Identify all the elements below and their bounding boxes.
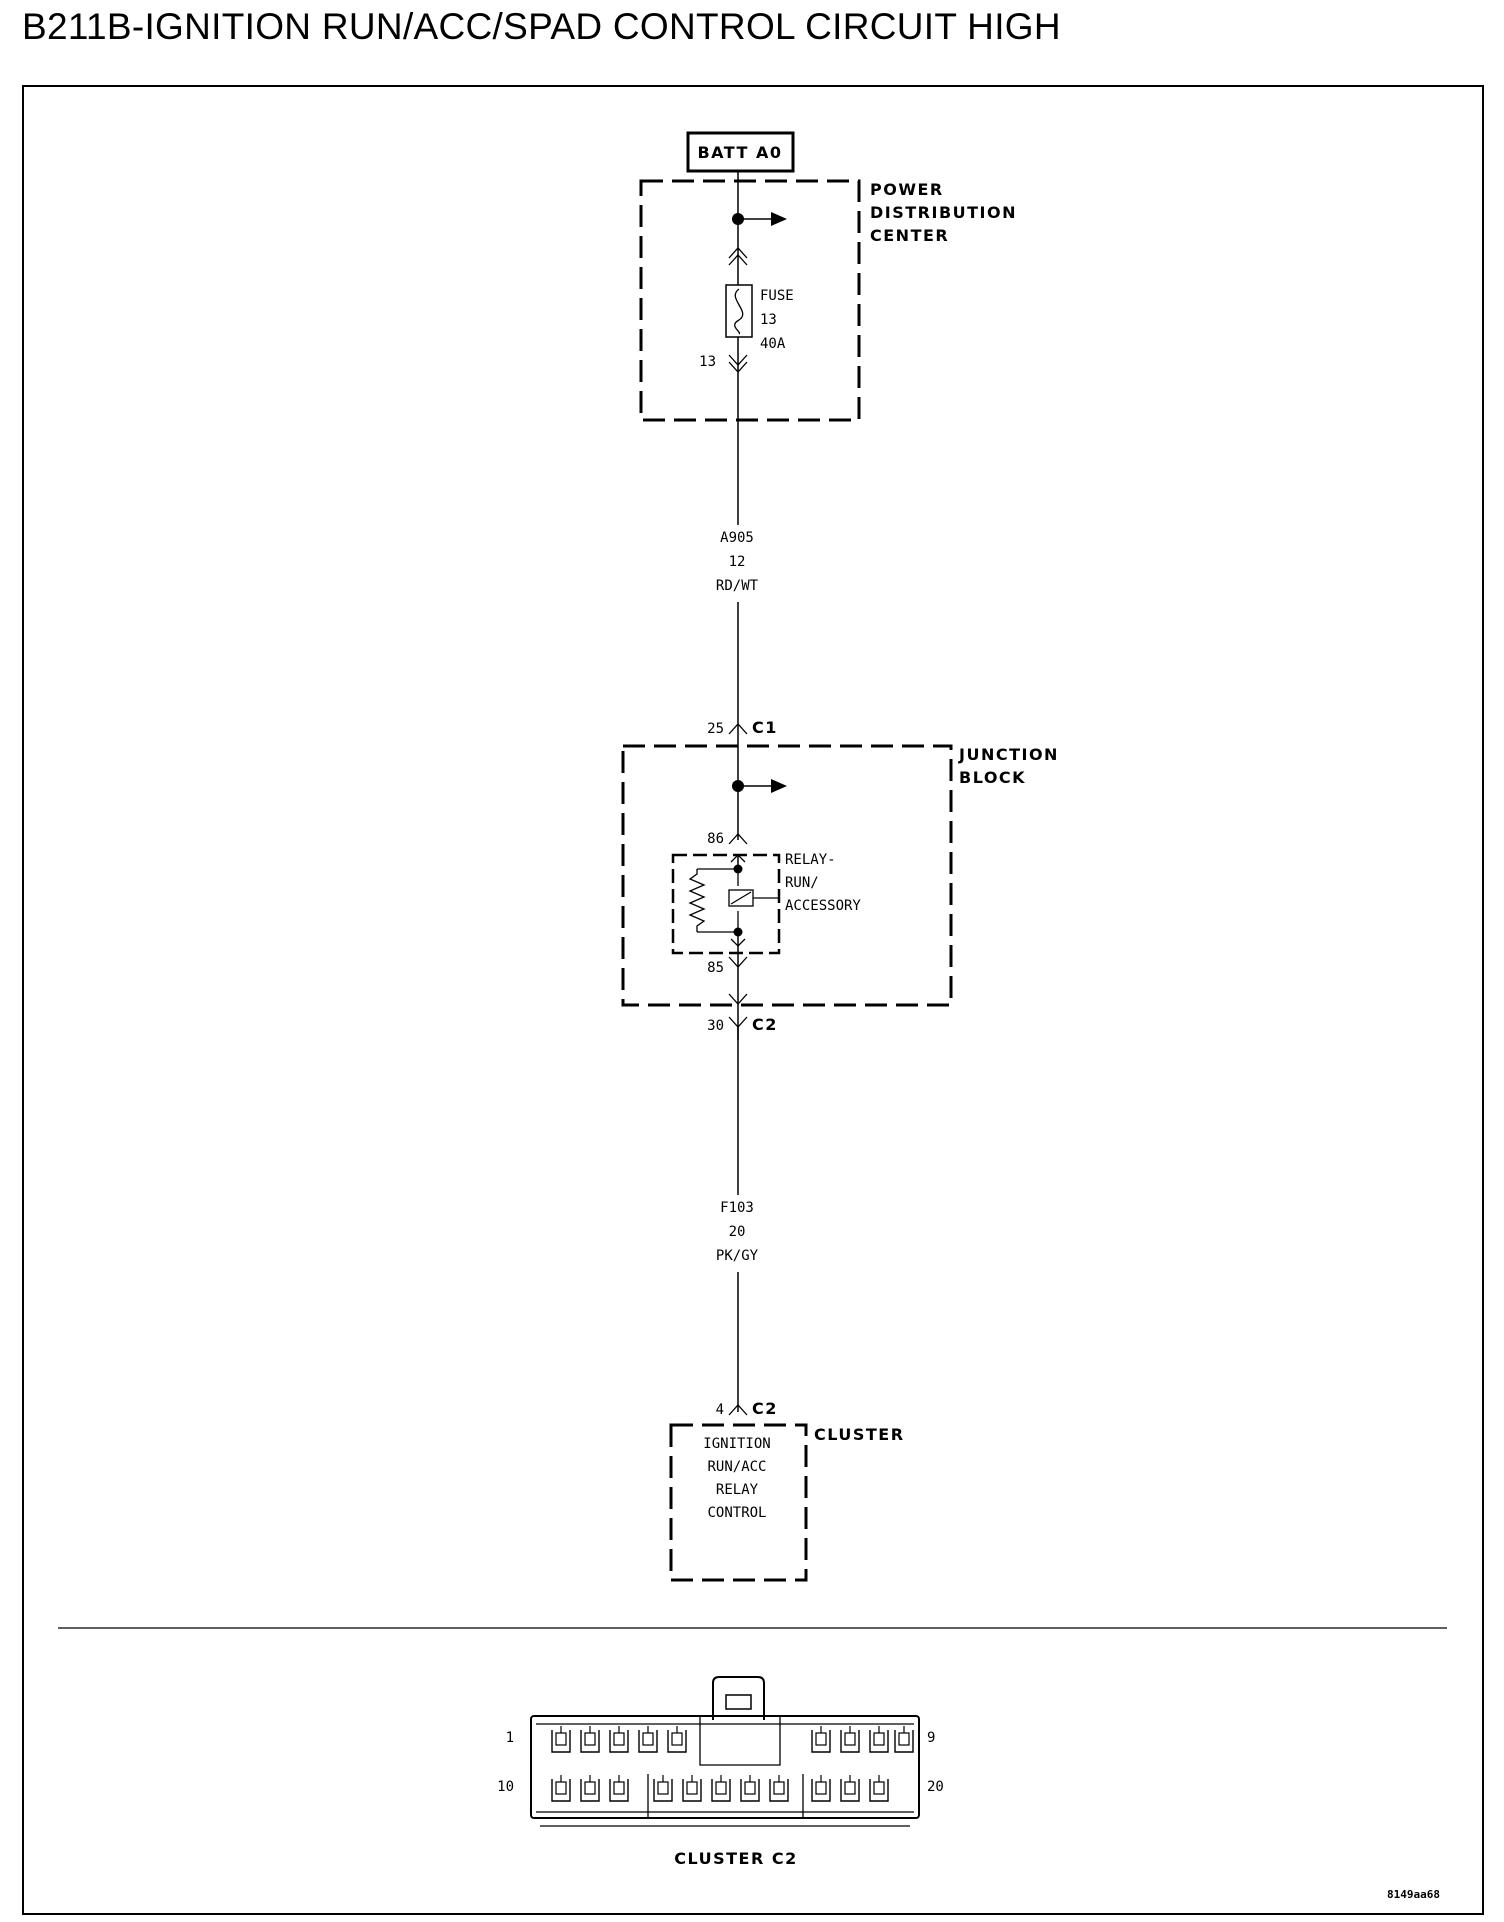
- relay-label-line-2: RUN/: [785, 875, 819, 891]
- c1-name: C1: [752, 718, 778, 737]
- connector-cavity-top-4: [638, 1726, 658, 1753]
- page-title: B211B-IGNITION RUN/ACC/SPAD CONTROL CIRC…: [22, 6, 1061, 47]
- relay-coil-icon: [688, 869, 706, 932]
- connector-cavity-top-3: [609, 1726, 629, 1753]
- branch-arrow-pdc-head: [771, 212, 787, 226]
- junction-block-box: [621, 744, 953, 1007]
- connector-pin-label-top-left: 1: [506, 1730, 514, 1746]
- connector-latch: [712, 1676, 765, 1720]
- cluster-function-line-3: RELAY: [716, 1482, 759, 1498]
- connector-cavity-bottom-14: [682, 1775, 702, 1802]
- c1-pin: 25: [707, 721, 724, 737]
- connector-cavity-top-7: [840, 1726, 860, 1753]
- connector-cavity-bottom-11: [580, 1775, 600, 1802]
- wire1-color: RD/WT: [716, 578, 759, 594]
- fuse-connector-top-icon: [728, 247, 748, 259]
- connector-pin-label-top-right: 9: [927, 1730, 935, 1746]
- relay-pin-bottom: 85: [707, 960, 724, 976]
- connector-latch-window: [725, 1694, 752, 1710]
- cluster-c2-connector-view: [530, 1676, 920, 1827]
- wire2-circuit: F103: [720, 1200, 754, 1216]
- connector-cavity-bottom-19: [840, 1775, 860, 1802]
- connector-cavity-bottom-17: [769, 1775, 789, 1802]
- fuse-pin-label: 13: [699, 354, 716, 370]
- relay-label-line-3: ACCESSORY: [785, 898, 861, 914]
- cluster-function-line-1: IGNITION: [703, 1436, 770, 1452]
- connector-cavity-bottom-18: [811, 1775, 831, 1802]
- batt-label: BATT A0: [697, 143, 782, 162]
- fuse-connector-bottom-icon: [728, 354, 748, 366]
- fuse-element-icon: [734, 288, 744, 335]
- connector-cavity-top-2: [580, 1726, 600, 1753]
- diagram-frame: [22, 85, 1484, 1915]
- connector-cavity-top-5: [667, 1726, 687, 1753]
- connector-pin-label-bottom-right: 20: [927, 1779, 944, 1795]
- connector-cavity-top-8: [869, 1726, 889, 1753]
- wire1-circuit: A905: [720, 530, 754, 546]
- connector-cavity-bottom-13: [653, 1775, 673, 1802]
- fuse-label-line-2: 13: [760, 312, 777, 328]
- wire1-gauge: 12: [729, 554, 746, 570]
- connector-cavity-top-9: [894, 1726, 914, 1753]
- relay-switch-diagonal: [730, 891, 752, 905]
- fuse-label-line-1: FUSE: [760, 288, 794, 304]
- wire2-color: PK/GY: [716, 1248, 759, 1264]
- jb-lower-connector-icon: [728, 993, 748, 1005]
- pdc-label-line-3: CENTER: [870, 226, 949, 245]
- connector-cavity-top-6: [811, 1726, 831, 1753]
- connector-housing: [530, 1715, 920, 1819]
- wire2-gauge: 20: [729, 1224, 746, 1240]
- relay-pin-top: 86: [707, 831, 724, 847]
- pdc-label-line-1: POWER: [870, 180, 944, 199]
- relay-contact-top-icon: [730, 854, 746, 863]
- junction-block-label-line-2: BLOCK: [959, 768, 1026, 787]
- fuse-icon: [725, 284, 753, 338]
- connector-cavity-bottom-16: [740, 1775, 760, 1802]
- connector-cavity-bottom-20: [869, 1775, 889, 1802]
- batt-box: [686, 131, 795, 173]
- cluster-label: CLUSTER: [814, 1425, 905, 1444]
- connector-cavity-bottom-12: [609, 1775, 629, 1802]
- cluster-function-line-4: CONTROL: [707, 1505, 766, 1521]
- connector-cavity-top-1: [551, 1726, 571, 1753]
- cluster-connector-name: C2: [752, 1399, 778, 1418]
- pdc-box: [639, 179, 861, 422]
- cluster-function-line-2: RUN/ACC: [707, 1459, 766, 1475]
- connector-latch-notch: [699, 1716, 781, 1766]
- fuse-label-line-3: 40A: [760, 336, 786, 352]
- pdc-label-line-2: DISTRIBUTION: [870, 203, 1017, 222]
- connector-pin-label-bottom-left: 10: [497, 1779, 514, 1795]
- connector-view-label: CLUSTER C2: [674, 1849, 798, 1868]
- c2-jb-name: C2: [752, 1015, 778, 1034]
- c2-jb-pin: 30: [707, 1018, 724, 1034]
- connector-cavity-bottom-15: [711, 1775, 731, 1802]
- relay-label-line-1: RELAY-: [785, 852, 836, 868]
- cluster-box: [669, 1423, 808, 1582]
- cluster-pin: 4: [716, 1402, 724, 1418]
- junction-block-label-line-1: JUNCTION: [958, 745, 1059, 764]
- connector-pins-top-row: [551, 1726, 914, 1753]
- fuse-connector-bottom-icon-2: [728, 361, 748, 373]
- connector-pins-bottom-row: [551, 1775, 889, 1802]
- c2-cluster-connector-icon: [728, 1404, 748, 1416]
- connector-cavity-bottom-10: [551, 1775, 571, 1802]
- figure-id: 8149aa68: [1387, 1888, 1440, 1901]
- branch-arrow-jb-head: [771, 779, 787, 793]
- relay-pin86-connector-icon: [728, 833, 748, 845]
- relay-box: [671, 853, 781, 955]
